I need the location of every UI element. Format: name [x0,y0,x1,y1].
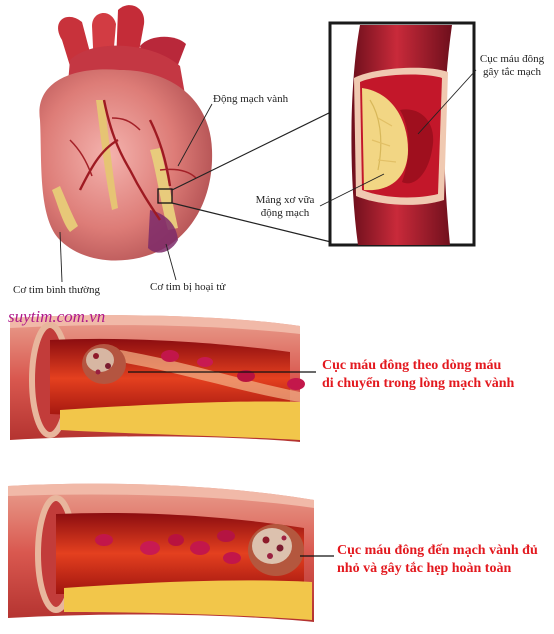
label-plaque: Mảng xơ vữa động mạch [249,194,321,220]
label-coronary-artery: Động mạch vành [213,93,288,106]
label-plaque-line2: động mạch [249,207,321,220]
caption-clot-moving-line1: Cục máu đông theo dòng máu [322,357,514,375]
site-watermark: suytim.com.vn [8,307,105,327]
vessel-illustration-1 [10,315,316,442]
caption-clot-blocked: Cục máu đông đến mạch vành đủ nhỏ và gây… [337,542,538,578]
label-normal-muscle: Cơ tim bình thường [13,284,100,297]
label-plaque-line1: Mảng xơ vữa [249,194,321,207]
caption-clot-blocked-line1: Cục máu đông đến mạch vành đủ [337,542,538,560]
label-clot-blocking-line2: gây tắc mạch [470,66,554,79]
label-clot-blocking-line1: Cục máu đông [470,53,554,66]
vessel-illustration-2 [8,484,334,622]
caption-clot-blocked-line2: nhỏ và gây tắc hẹp hoàn toàn [337,560,538,578]
caption-clot-moving: Cục máu đông theo dòng máu di chuyển tro… [322,357,514,393]
label-necrotic-muscle: Cơ tim bị hoại tử [150,281,225,294]
artery-inset [320,23,476,245]
label-clot-blocking: Cục máu đông gây tắc mạch [470,53,554,79]
heart [39,5,212,260]
caption-clot-moving-line2: di chuyển trong lòng mạch vành [322,375,514,393]
